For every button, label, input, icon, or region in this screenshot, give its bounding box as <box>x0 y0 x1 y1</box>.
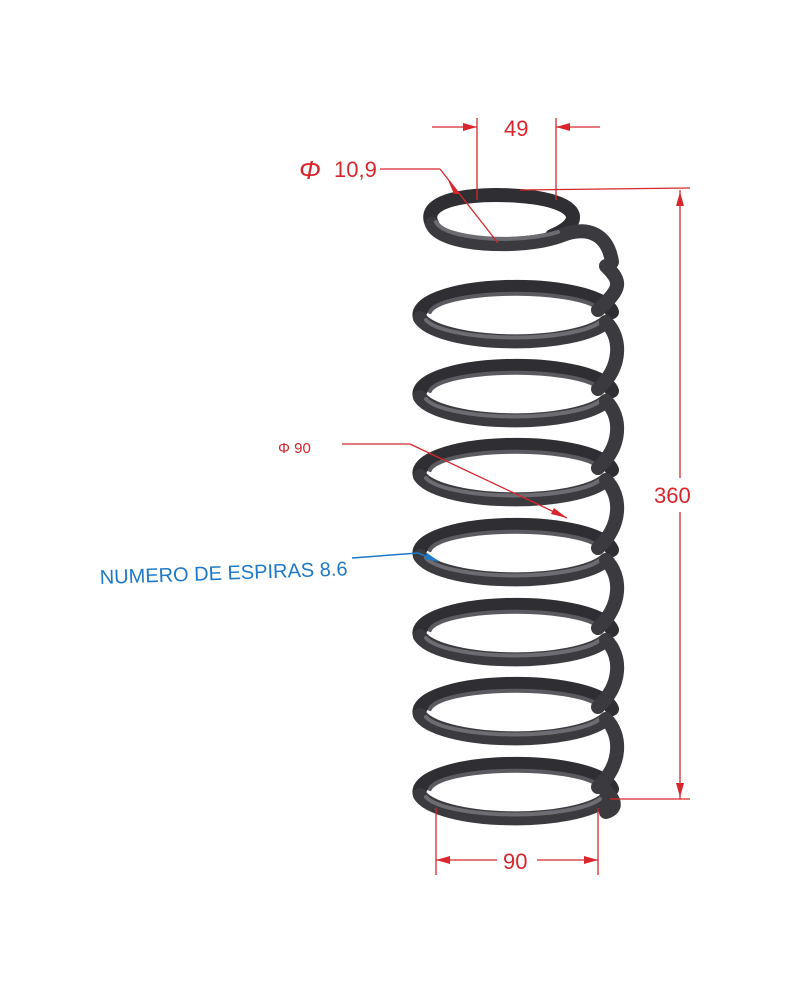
coil-back-highlight-5 <box>428 609 600 632</box>
coil-riser-1 <box>591 259 624 317</box>
mean-diameter-dimension: Φ 90 <box>278 440 568 519</box>
coil-front-highlight-6 <box>424 715 602 737</box>
mean-diameter-label: Φ 90 <box>278 440 311 457</box>
coil-front-5 <box>413 629 613 667</box>
coil-top-front <box>425 217 619 269</box>
top-width-dimension: 49 <box>432 116 600 200</box>
coil-front-3 <box>413 469 613 507</box>
coil-back-highlight-3 <box>428 449 600 472</box>
coil-count-note: NUMERO DE ESPIRAS 8.6 <box>99 552 440 589</box>
spring-coils-front <box>413 217 625 826</box>
coil-front-highlight-3 <box>424 476 602 498</box>
wire-diameter-symbol: Φ <box>299 155 321 185</box>
coil-front-highlight-4 <box>424 556 602 578</box>
coil-back-5 <box>412 597 619 643</box>
coil-riser-4 <box>591 473 625 555</box>
coil-back-highlight-7 <box>428 768 600 791</box>
coil-front-highlight-7 <box>424 795 602 817</box>
coil-end-tail <box>598 783 621 819</box>
coil-riser-2 <box>591 315 625 396</box>
coil-back-highlight-6 <box>428 688 600 711</box>
coil-riser-5 <box>591 553 625 635</box>
bottom-width-label: 90 <box>503 849 527 874</box>
coil-front-highlight-2 <box>424 397 602 419</box>
coil-count-label: NUMERO DE ESPIRAS 8.6 <box>99 558 347 589</box>
coil-front-2 <box>413 390 613 428</box>
coil-top-highlight <box>434 220 560 241</box>
coil-back-highlight-2 <box>428 370 600 393</box>
coil-back-2 <box>412 358 619 404</box>
coil-front-6 <box>413 708 613 746</box>
spring-coils-back <box>412 188 619 802</box>
height-label: 360 <box>654 483 691 508</box>
coil-back-6 <box>412 676 619 722</box>
coil-front-4 <box>413 549 613 587</box>
coil-top-back <box>423 188 580 243</box>
height-dimension: 360 <box>519 187 702 800</box>
coil-riser-7 <box>591 712 625 794</box>
coil-back-4 <box>412 517 619 563</box>
coil-back-3 <box>412 437 619 483</box>
coil-back-highlight-4 <box>428 529 600 552</box>
coil-back-7 <box>412 756 619 802</box>
top-width-label: 49 <box>504 116 528 141</box>
wire-diameter-dimension: Φ 10,9 <box>299 155 499 244</box>
coil-riser-3 <box>591 394 625 475</box>
coil-riser-6 <box>591 633 625 714</box>
coil-front-1 <box>413 311 613 349</box>
bottom-width-dimension: 90 <box>435 808 599 875</box>
wire-diameter-value: 10,9 <box>334 157 377 182</box>
coil-back-1 <box>412 279 619 325</box>
coil-front-7 <box>413 788 613 826</box>
coil-front-highlight-1 <box>424 318 602 340</box>
coil-back-highlight-1 <box>428 291 600 314</box>
coil-front-highlight-5 <box>424 636 602 658</box>
